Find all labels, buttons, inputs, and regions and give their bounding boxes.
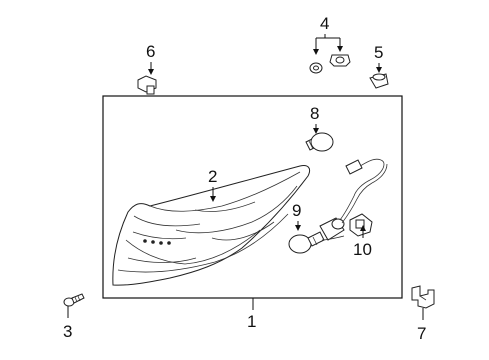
bulb-upper <box>305 132 334 152</box>
grommet-part-5 <box>369 73 389 89</box>
callout-7-label: 7 <box>417 324 426 343</box>
callout-1: 1 <box>247 298 256 331</box>
callout-6-label: 6 <box>146 42 155 61</box>
callout-2-label: 2 <box>208 167 217 186</box>
callout-5-label: 5 <box>374 43 383 62</box>
callout-3-label: 3 <box>63 322 72 341</box>
callout-7: 7 <box>417 308 426 343</box>
callout-8-label: 8 <box>310 104 319 123</box>
callout-10: 10 <box>353 225 372 259</box>
callout-2: 2 <box>208 167 217 202</box>
callout-9: 9 <box>292 201 301 231</box>
screw-part <box>63 293 85 307</box>
bulb-lower <box>288 231 325 254</box>
grommet-part-4 <box>329 54 351 67</box>
nut-part <box>309 62 323 74</box>
callout-8: 8 <box>310 104 319 134</box>
callout-6: 6 <box>146 42 155 75</box>
callout-4: 4 <box>313 14 343 55</box>
callout-9-label: 9 <box>292 201 301 220</box>
clip-part <box>411 285 435 309</box>
callout-5: 5 <box>374 43 383 73</box>
callout-3: 3 <box>63 306 72 341</box>
callout-10-label: 10 <box>353 240 372 259</box>
callout-4-label: 4 <box>320 14 329 33</box>
reflector-dots <box>143 239 171 245</box>
callout-1-label: 1 <box>247 312 256 331</box>
socket-and-wiring <box>319 158 388 241</box>
bolt-part <box>137 75 157 95</box>
tail-lamp-lens <box>112 165 311 286</box>
